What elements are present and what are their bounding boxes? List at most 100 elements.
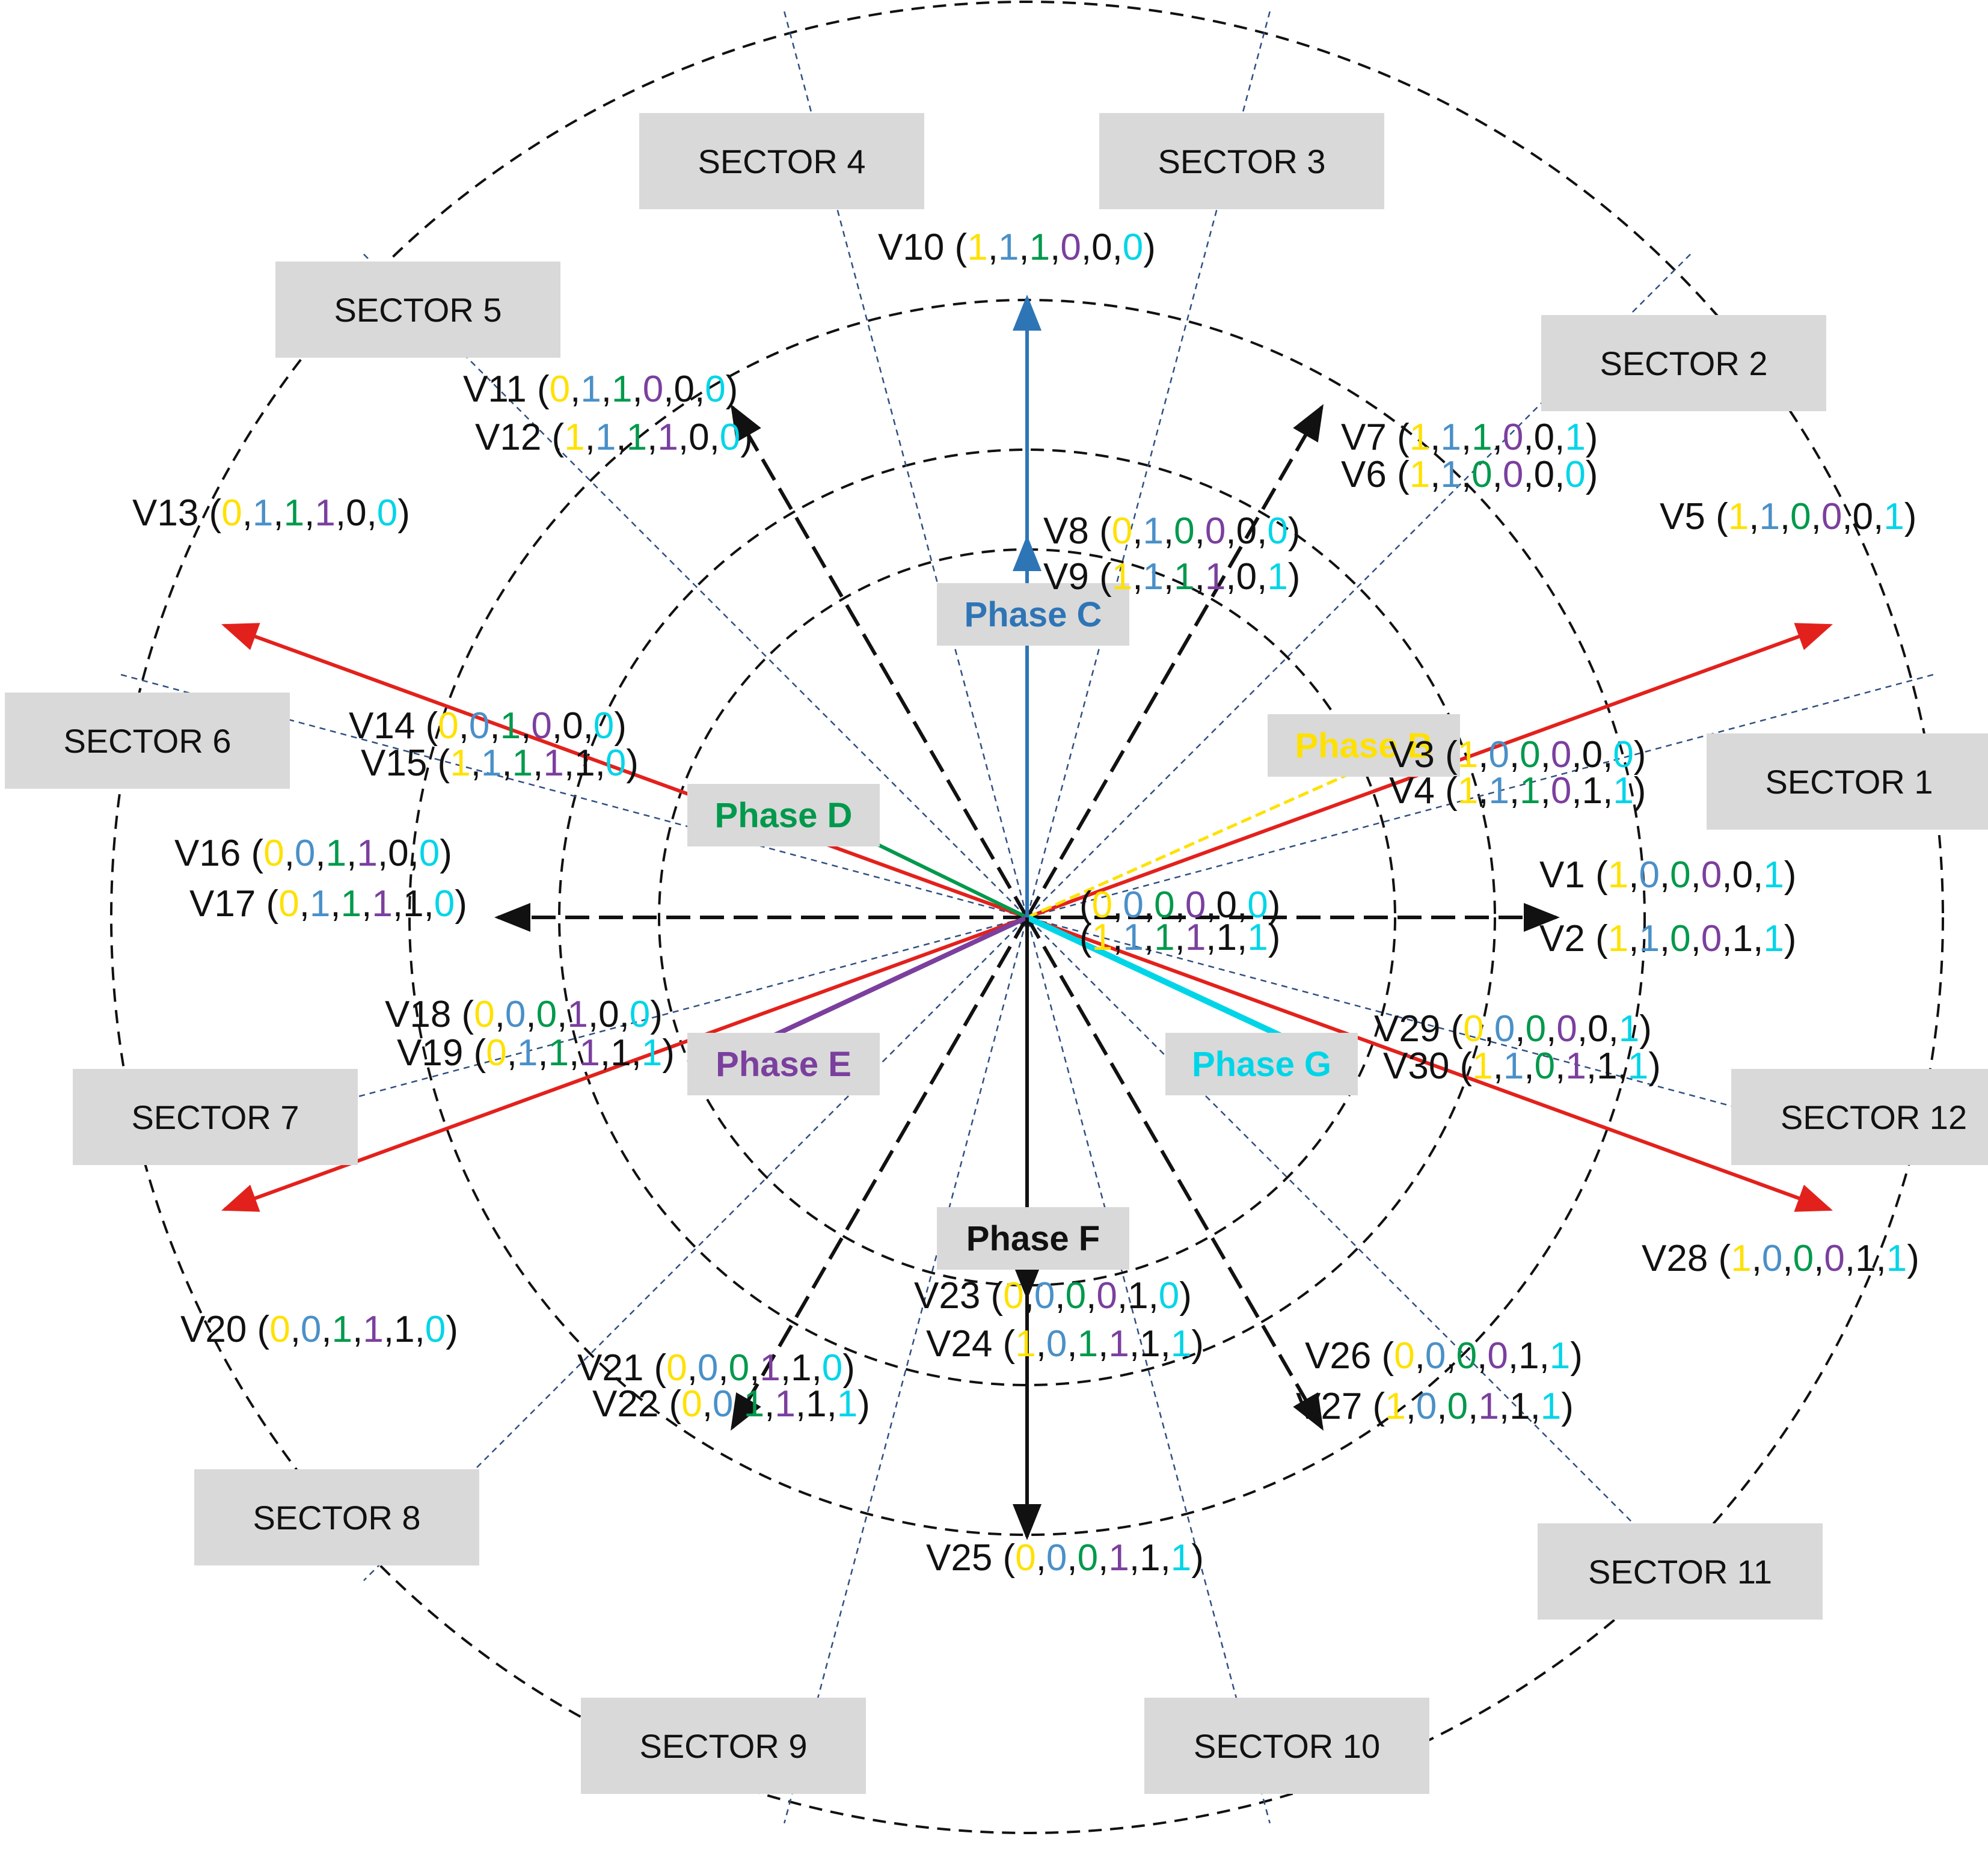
bit-separator: , <box>1554 417 1565 458</box>
vector-space: ( <box>198 492 221 534</box>
bit-3: 1 <box>341 883 361 925</box>
sector-label-6: SECTOR 6 <box>5 693 290 789</box>
vector-space: ( <box>1362 1386 1385 1427</box>
bit-5: 1 <box>791 1347 811 1389</box>
vector-paren: ) <box>740 417 753 458</box>
phase-text: Phase F <box>966 1219 1100 1258</box>
vector-space: ( <box>463 1032 486 1074</box>
vector-label-v3: V3 (1,0,0,0,0,0) <box>1389 734 1646 776</box>
bit-separator: , <box>242 492 253 534</box>
bit-separator: , <box>1164 556 1174 598</box>
bit-2: 0 <box>469 705 489 747</box>
bit-3: 0 <box>1078 1537 1098 1579</box>
bit-5: 0 <box>1732 854 1753 896</box>
bit-separator: , <box>1226 556 1236 598</box>
bit-5: 0 <box>1582 734 1603 776</box>
bit-6: 1 <box>1628 1045 1648 1087</box>
bit-6: 0 <box>419 833 440 874</box>
bit-separator: , <box>1129 1323 1140 1365</box>
bit-separator: , <box>336 492 346 534</box>
bit-5: 0 <box>346 492 366 534</box>
bit-separator: , <box>552 705 562 747</box>
bit-separator: , <box>1845 1238 1855 1279</box>
sector-text: SECTOR 8 <box>253 1499 420 1537</box>
bit-separator: , <box>1175 917 1185 958</box>
bit-separator: , <box>367 492 377 534</box>
vector-paren: ) <box>842 1347 855 1389</box>
bit-2: 1 <box>998 227 1019 268</box>
bit-4: 0 <box>1701 918 1722 959</box>
bit-1: 1 <box>1410 454 1430 495</box>
vector-paren: ) <box>1143 227 1156 268</box>
bit-1: 1 <box>1410 417 1430 458</box>
bit-2: 0 <box>505 994 526 1035</box>
vector-space: ( <box>1708 1238 1731 1279</box>
sector-box <box>1144 1698 1429 1794</box>
bit-separator: , <box>1086 1275 1096 1317</box>
bit-3: 0 <box>1066 1275 1086 1317</box>
bit-separator: , <box>702 1383 713 1425</box>
bit-separator: , <box>1539 1335 1550 1377</box>
bit-2: 1 <box>1440 454 1461 495</box>
vector-label-v15: V15 (1,1,1,1,1,0) <box>361 742 639 784</box>
bit-separator: , <box>1541 770 1551 812</box>
vector-label-v14: V14 (0,0,1,0,0,0) <box>349 705 627 747</box>
bit-6: 1 <box>1763 854 1784 896</box>
bit-6: 1 <box>1247 917 1268 958</box>
bit-6: 0 <box>606 742 626 784</box>
bit-separator: , <box>538 1032 548 1074</box>
vector-paren: ) <box>650 994 663 1035</box>
bit-separator: , <box>1876 1238 1886 1279</box>
bit-separator: , <box>1577 1008 1588 1050</box>
bit-3: 1 <box>1029 227 1050 268</box>
bit-separator: , <box>1019 227 1029 268</box>
bit-2: 0 <box>301 1309 321 1350</box>
bit-separator: , <box>409 833 419 874</box>
bit-separator: , <box>1132 556 1143 598</box>
vector-large <box>1026 916 1833 1212</box>
bit-6: 1 <box>1886 1238 1907 1279</box>
bit-3: 1 <box>500 705 521 747</box>
bit-separator: , <box>733 1383 743 1425</box>
bit-separator: , <box>687 1347 698 1389</box>
vector-name: V21 <box>577 1347 643 1389</box>
vector-label-v2: V2 (1,1,0,0,1,1) <box>1539 918 1796 959</box>
vector-paren: ) <box>455 883 467 925</box>
bit-4: 1 <box>1478 1386 1499 1427</box>
bit-4: 0 <box>1487 1335 1508 1377</box>
vector-space: ( <box>427 742 450 784</box>
bit-separator: , <box>1195 510 1205 552</box>
bit-5: 1 <box>1127 1275 1148 1317</box>
vector-paren: ) <box>1784 854 1797 896</box>
bit-2: 0 <box>1046 1323 1067 1365</box>
bit-6: 1 <box>837 1383 857 1425</box>
vector-space: ( <box>992 1537 1015 1579</box>
vector-name: V12 <box>475 417 541 458</box>
bit-separator: , <box>1406 1386 1416 1427</box>
vector-medium <box>730 404 1029 919</box>
vector-name: V29 <box>1374 1008 1440 1050</box>
bit-4: 1 <box>1205 556 1226 598</box>
bit-separator: , <box>1067 1323 1077 1365</box>
bit-separator: , <box>1461 417 1471 458</box>
bit-6: 0 <box>1159 1275 1179 1317</box>
bit-separator: , <box>1050 227 1060 268</box>
bit-separator: , <box>1493 454 1503 495</box>
sector-box <box>581 1698 866 1794</box>
bit-separator: , <box>1814 1238 1824 1279</box>
bit-separator: , <box>1055 1275 1065 1317</box>
vector-label-v22: V22 (0,0,1,1,1,1) <box>592 1383 870 1425</box>
vector-label-v23: V23 (0,0,0,0,1,0) <box>914 1275 1192 1317</box>
bit-separator: , <box>1524 1045 1534 1087</box>
bit-separator: , <box>827 1383 837 1425</box>
bit-5: 1 <box>1140 1537 1160 1579</box>
bit-separator: , <box>1112 227 1123 268</box>
vector-space: ( <box>247 1309 269 1350</box>
bit-separator: , <box>988 227 998 268</box>
vector-paren: ) <box>440 833 452 874</box>
bit-2: 0 <box>713 1383 733 1425</box>
phase-text: Phase C <box>965 595 1102 634</box>
vector-name: V1 <box>1539 854 1585 896</box>
bit-separator: , <box>1067 1537 1077 1579</box>
bit-6: 0 <box>425 1309 446 1350</box>
